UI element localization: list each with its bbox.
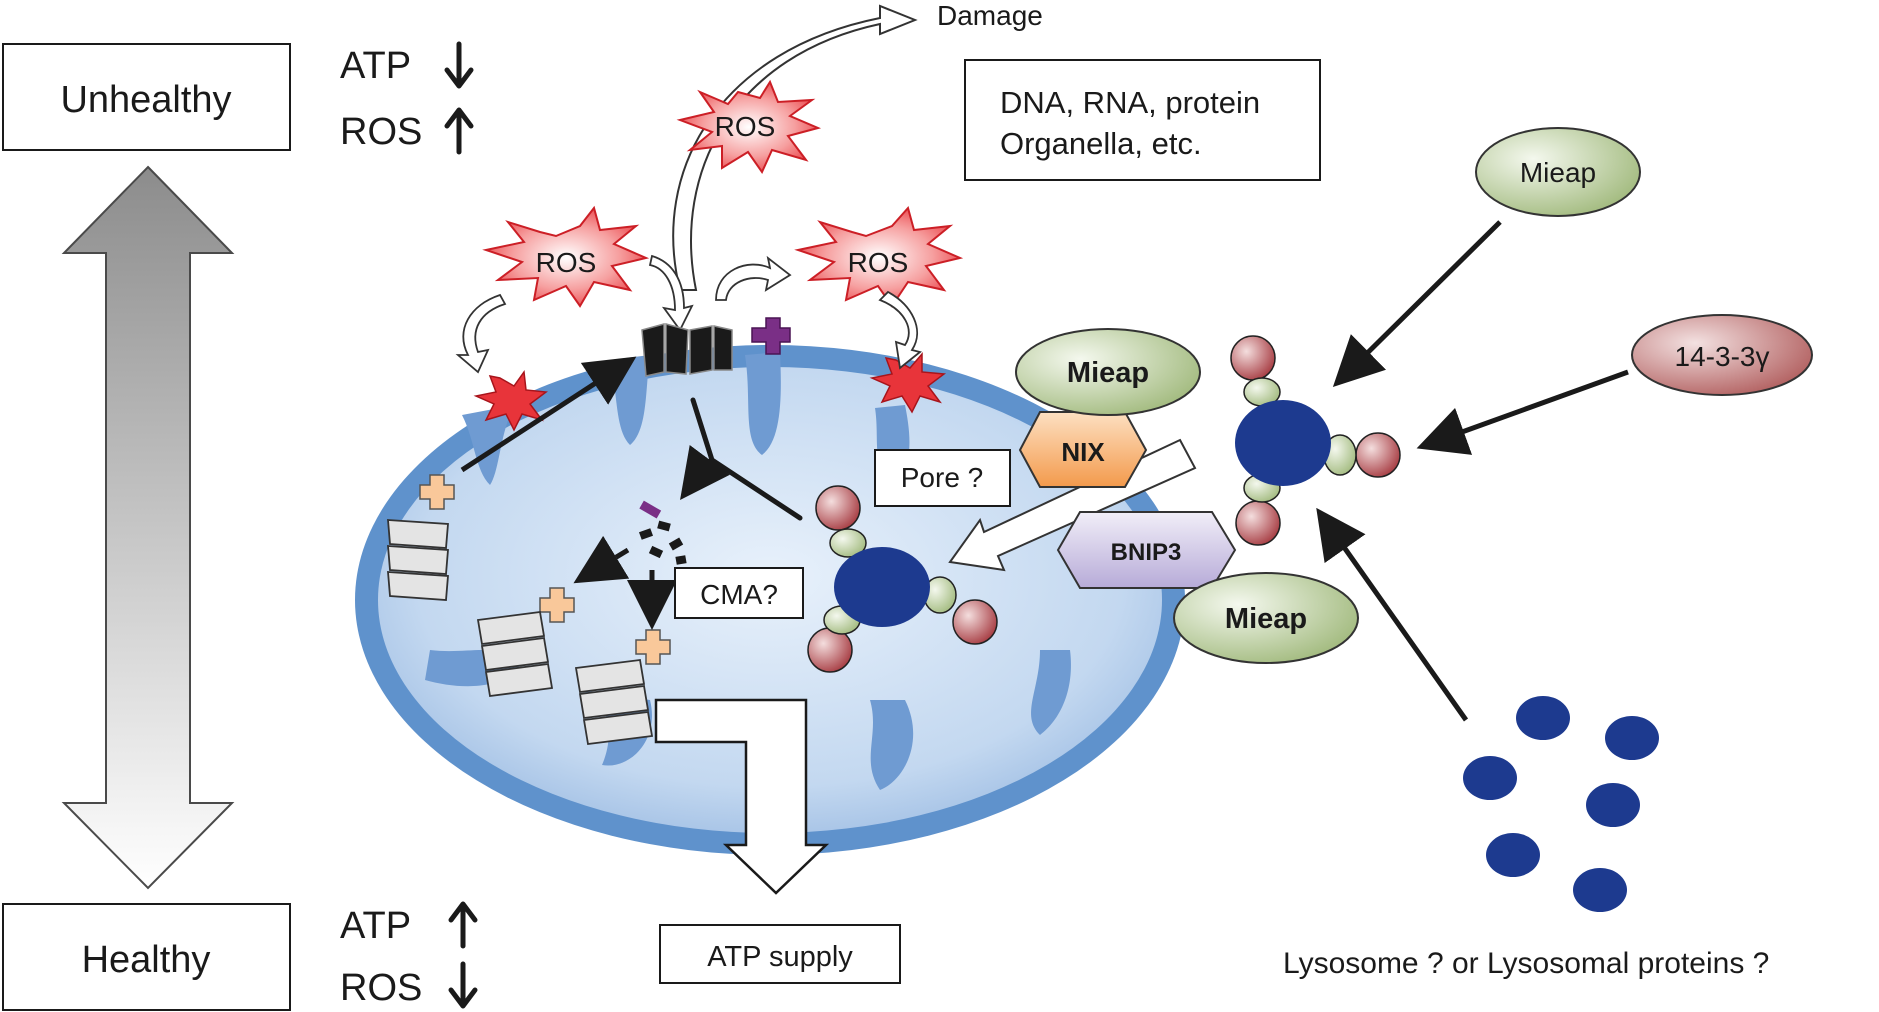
damage-targets-line2: Organella, etc. xyxy=(1000,126,1202,161)
peach-marker-1 xyxy=(419,474,455,510)
cma-box: CMA? xyxy=(674,567,804,619)
ros-down-arrow-icon xyxy=(448,961,478,1009)
membrane-damage-burst-left xyxy=(473,369,548,432)
atp-label-bottom: ATP xyxy=(340,905,411,947)
inner-lysosomal-complex xyxy=(807,485,998,673)
bnip3-protein: BNIP3 xyxy=(1056,511,1237,589)
healthy-label: Healthy xyxy=(82,939,211,981)
nix-protein: NIX xyxy=(1018,411,1148,488)
peach-marker-3 xyxy=(635,629,671,665)
ros-into-complex-hollow-arrow xyxy=(648,254,694,332)
atp-supply-hollow-arrow xyxy=(654,698,830,895)
unhealthy-indicators: ATP ROS xyxy=(340,41,474,155)
arrow-to-fragments xyxy=(680,444,730,501)
nix-label: NIX xyxy=(1061,437,1105,467)
pore-box: Pore ? xyxy=(874,449,1011,507)
arrow-to-complex xyxy=(460,356,637,473)
gray-complex-left xyxy=(387,519,449,601)
membrane-damage-burst-right xyxy=(869,351,947,414)
cma-label: CMA? xyxy=(700,579,778,610)
healthy-box: Healthy xyxy=(2,903,291,1011)
mieap-top-label: Mieap xyxy=(1067,357,1149,389)
damage-label: Damage xyxy=(937,0,1043,31)
outer-lysosomal-complex xyxy=(1230,335,1401,546)
atp-down-arrow-icon xyxy=(444,41,474,89)
ros-burst-right: ROS xyxy=(794,205,964,308)
mieap-oval-cytosol: Mieap xyxy=(1475,127,1641,217)
ros-burst-left: ROS xyxy=(482,205,650,308)
mieap-to-complex-arrow xyxy=(1332,220,1502,388)
atp-supply-box: ATP supply xyxy=(659,924,901,984)
unhealthy-box: Unhealthy xyxy=(2,43,291,151)
damage-targets-line1: DNA, RNA, protein xyxy=(1000,85,1260,120)
ros-burst-top: ROS xyxy=(676,79,822,175)
mieap-cytosol-label: Mieap xyxy=(1520,157,1596,188)
ros-label-top: ROS xyxy=(340,111,422,153)
health-gradient-double-arrow xyxy=(61,165,235,890)
mieap-oval-membrane-bottom: Mieap xyxy=(1173,572,1359,664)
degraded-fragments xyxy=(638,520,687,565)
protein-14-3-3-gamma: 14-3-3γ xyxy=(1631,314,1813,396)
gamma-to-complex-arrow xyxy=(1416,369,1629,455)
healthy-indicators: ATP ROS xyxy=(340,901,478,1009)
ros-left-label: ROS xyxy=(536,247,597,278)
ros-top-label: ROS xyxy=(715,111,776,142)
atp-label-top: ATP xyxy=(340,45,411,87)
peach-marker-2 xyxy=(539,587,575,623)
purple-fragment xyxy=(639,500,662,519)
complex-to-ros-hollow-arrow xyxy=(715,255,792,301)
unhealthy-label: Unhealthy xyxy=(60,79,231,121)
atp-up-arrow-icon xyxy=(448,901,478,949)
atp-supply-label: ATP supply xyxy=(707,941,853,973)
ros-right-label: ROS xyxy=(848,247,909,278)
ros-to-membrane-arrow-left xyxy=(455,293,507,374)
mieap-bottom-label: Mieap xyxy=(1225,603,1307,635)
gamma-label: 14-3-3γ xyxy=(1675,341,1770,372)
ros-to-membrane-arrow-right xyxy=(878,290,922,370)
arrow-fragments-to-left xyxy=(573,535,630,584)
damaged-respiratory-complex xyxy=(641,323,733,377)
ros-label-bottom: ROS xyxy=(340,967,422,1009)
gray-complex-middle xyxy=(476,610,554,698)
lysosome-to-complex-arrow xyxy=(1316,507,1469,722)
mieap-oval-membrane-top: Mieap xyxy=(1015,328,1201,416)
lysosome-label: Lysosome ? or Lysosomal proteins ? xyxy=(1283,947,1769,980)
pore-label: Pore ? xyxy=(901,462,984,493)
purple-oxidized-protein-icon xyxy=(751,317,791,355)
damage-targets-box: DNA, RNA, protein Organella, etc. xyxy=(964,59,1321,181)
gray-complex-right xyxy=(574,658,654,746)
bnip3-label: BNIP3 xyxy=(1111,539,1182,566)
damage-hollow-arrow xyxy=(672,4,918,291)
lysosome-dots xyxy=(1463,696,1659,912)
ros-up-arrow-icon xyxy=(444,107,474,155)
